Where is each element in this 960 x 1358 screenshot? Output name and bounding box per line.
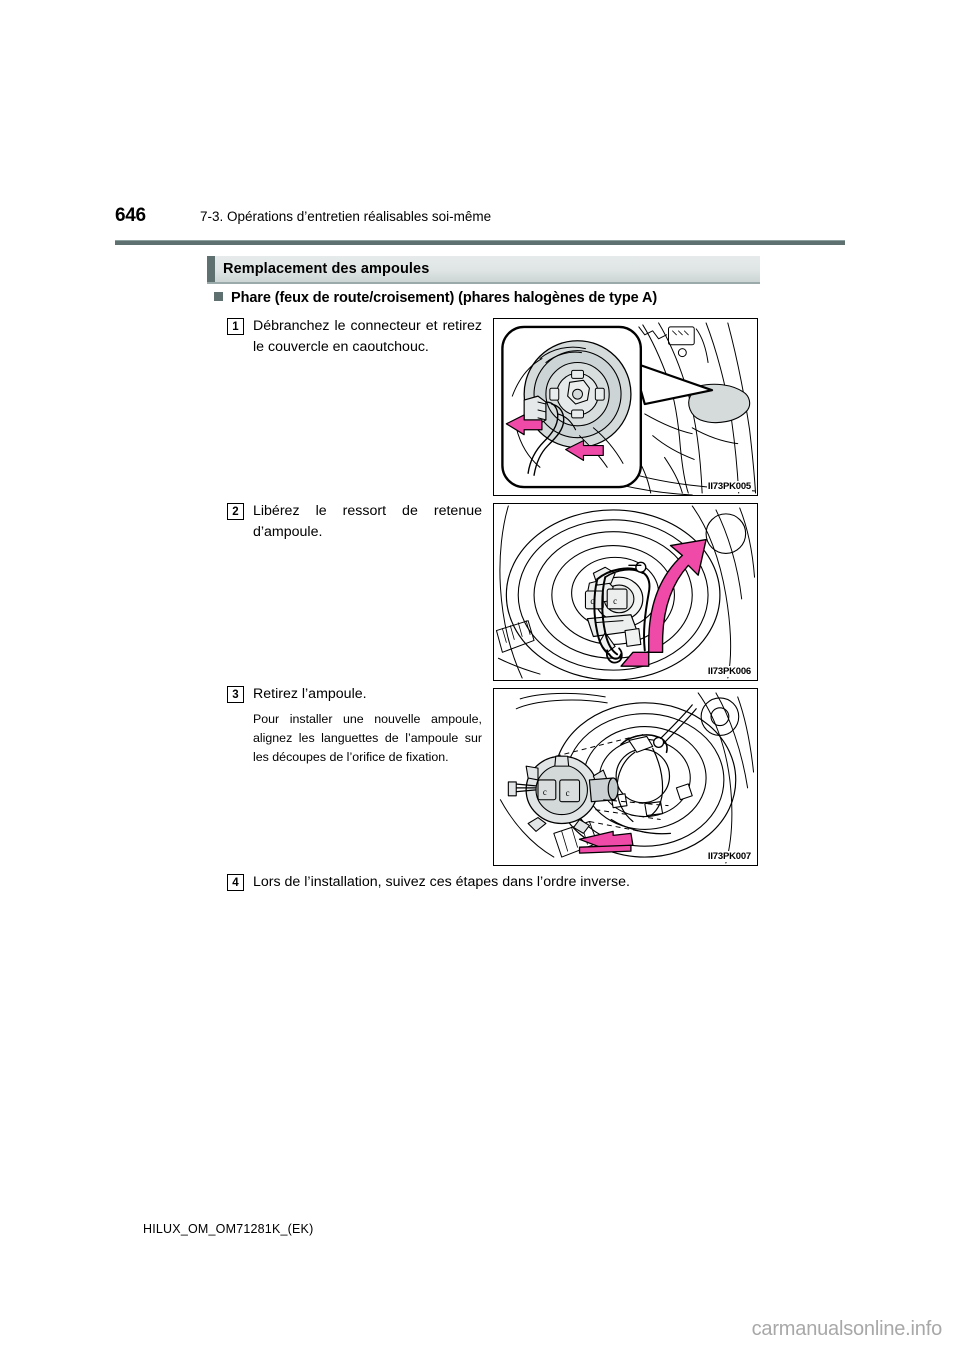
svg-text:c: c [613, 596, 617, 606]
procedure-step-4: 4 Lors de l’installation, suivez ces éta… [227, 872, 787, 893]
figure-step-3: c c II73PK007 [493, 688, 758, 866]
step-body: Débranchez le connecteur et retirez le c… [253, 316, 482, 358]
procedure-step-3: 3 Retirez l’ampoule. Pour installer une … [227, 684, 482, 767]
page-header: 646 7-3. Opérations d’entretien réalisab… [115, 205, 845, 245]
figure-step-2: c c II73PK006 [493, 503, 758, 681]
figure-code-label: II73PK006 [706, 666, 752, 677]
site-watermark: carmanualsonline.info [751, 1318, 943, 1340]
figure-step-1: II73PK005 [493, 318, 758, 496]
svg-text:c: c [566, 788, 570, 798]
rotation-arrow [648, 538, 707, 654]
direction-arrow [565, 440, 604, 461]
svg-text:c: c [590, 596, 594, 606]
section-title: Remplacement des ampoules [223, 261, 430, 277]
page-number: 646 [115, 205, 146, 226]
step-number-badge: 2 [227, 503, 244, 520]
step-instruction-text: Libérez le ressort de retenue d’ampoule. [253, 503, 482, 540]
document-code-footer: HILUX_OM_OM71281K_(EK) [143, 1222, 314, 1236]
step-body: Libérez le ressort de retenue d’ampoule. [253, 501, 482, 543]
step-instruction-text: Retirez l’ampoule. [253, 686, 367, 702]
figure-2-illustration: c c [495, 505, 756, 680]
step-instruction-text: Débranchez le connecteur et retirez le c… [253, 318, 482, 355]
direction-arrow-tail [578, 844, 632, 854]
step-supplementary-text: Pour installer une nouvelle ampoule, ali… [253, 712, 482, 764]
section-accent-block [207, 256, 215, 282]
step-number-badge: 3 [227, 686, 244, 703]
step-number-badge: 4 [227, 874, 244, 891]
svg-text:c: c [543, 787, 547, 797]
header-divider-rule [115, 240, 845, 245]
step-body: Retirez l’ampoule. Pour installer une no… [253, 684, 482, 767]
direction-arrow [505, 414, 543, 436]
subsection-heading: Phare (feux de route/croisement) (phares… [214, 290, 657, 306]
step-number-badge: 1 [227, 318, 244, 335]
subsection-heading-label: Phare (feux de route/croisement) (phares… [231, 290, 658, 306]
square-bullet-icon [214, 292, 223, 301]
rotation-arrow-tail [620, 651, 650, 667]
procedure-step-1: 1 Débranchez le connecteur et retirez le… [227, 316, 482, 358]
figure-code-label: II73PK005 [706, 481, 752, 492]
header-section-title: 7-3. Opérations d’entretien réalisables … [200, 209, 492, 224]
figure-3-illustration: c c [499, 692, 755, 864]
figure-code-label: II73PK007 [706, 851, 752, 862]
step-body: Lors de l’installation, suivez ces étape… [253, 872, 787, 893]
section-header-bar: Remplacement des ampoules [207, 256, 760, 284]
procedure-step-2: 2 Libérez le ressort de retenue d’ampoul… [227, 501, 482, 543]
figure-1-illustration [501, 322, 757, 495]
step-instruction-text: Lors de l’installation, suivez ces étape… [253, 874, 630, 890]
